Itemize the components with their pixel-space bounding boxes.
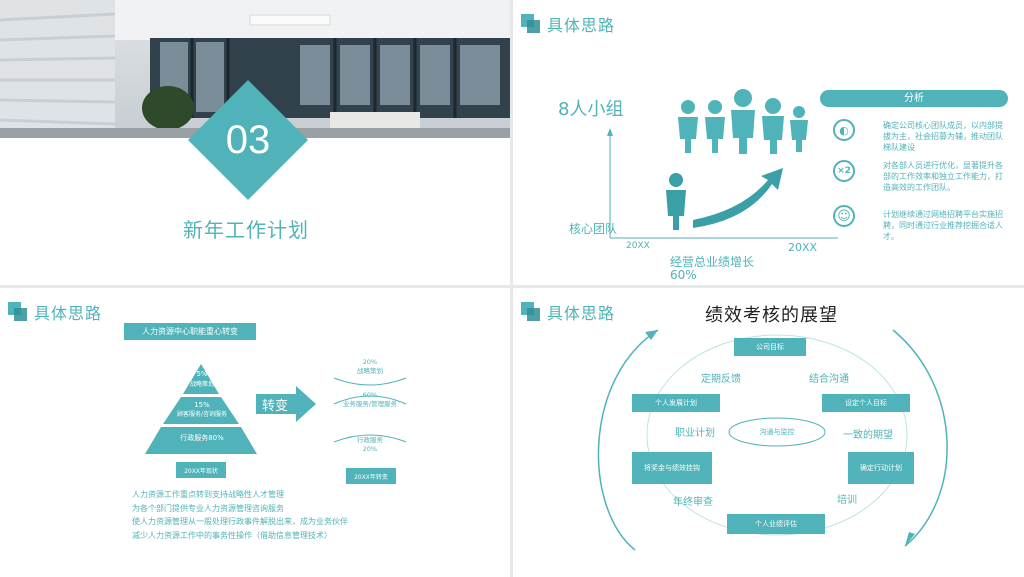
current-caption: 20XX年现状 (176, 462, 226, 478)
cycle-diagram (597, 329, 948, 551)
bullet-item: 减少人力资源工作中的事务性操作（借助信息管理技术） (132, 530, 332, 540)
banner: 人力资源中心职能重心转变 (124, 323, 256, 340)
header-squares-icon (521, 14, 541, 34)
x-axis-start: 20XX (626, 241, 650, 251)
growth-value: 60% (670, 268, 697, 282)
x-axis-end: 20XX (788, 241, 818, 254)
group-label: 8人小组 (558, 99, 624, 120)
analysis-item-3: 计划继续通过网络招聘平台实施招聘，同时通过行业推荐挖掘合适人才。 (883, 210, 1003, 241)
header-title: 具体思路 (547, 16, 616, 35)
slide-hr-shift[interactable]: 具体思路 人力资源中心职能重心转变 5% 战略策划 15% 顾客服务/咨询服务 … (0, 288, 510, 577)
ring-label: 职业计划 (675, 428, 715, 439)
pyramid-mid-pct: 15% (194, 401, 210, 409)
slide-performance-outlook[interactable]: 具体思路 绩效考核的展望 沟通与监控 公司目标 个人发展计划 设定个人目标 将奖… (513, 288, 1024, 577)
analysis-pill: 分析 (820, 90, 1008, 107)
slide-title-section[interactable]: 03 新年工作计划 (0, 0, 510, 285)
team-icon (678, 89, 808, 154)
section-title: 新年工作计划 (183, 218, 309, 242)
future-item-1: 20%战略策划 (357, 358, 383, 375)
arrow-label: 转变 (262, 399, 289, 414)
pyramid-base-label: 行政服务80% (180, 434, 224, 442)
box-set-goals: 设定个人目标 (822, 394, 910, 412)
ring-label: 定期反馈 (701, 374, 741, 385)
bullet-item: 使人力资源管理从一般处理行政事件解脱出来，成为业务伙伴 (132, 517, 348, 526)
header-squares-icon (521, 302, 541, 322)
box-performance-review: 个人业绩评估 (727, 514, 825, 534)
bullet-list: 人力资源工作重点转到支持战略性人才管理 为各个部门提供专业人力资源管理咨询服务 … (132, 488, 348, 542)
shift-arcs (333, 377, 407, 443)
header-title: 具体思路 (547, 304, 616, 323)
office-photo (0, 0, 510, 138)
x2-icon: ×2 (833, 160, 855, 182)
section-diamond (188, 80, 308, 200)
slide-title: 绩效考核的展望 (705, 305, 838, 326)
person-icon (666, 173, 686, 230)
ring-label: 结合沟通 (809, 374, 849, 385)
section-number: 03 (225, 118, 271, 162)
slide-team-plan[interactable]: 具体思路 8人小组 核心团队 20XX 20XX 经营总业绩增长 60% 分析 … (513, 0, 1024, 285)
future-caption: 20XX年转变 (346, 468, 396, 484)
ring-label: 年终审查 (673, 497, 713, 508)
growth-label: 经营总业绩增长 (670, 255, 755, 269)
target-icon: ◐ (833, 119, 855, 141)
header-title: 具体思路 (34, 304, 103, 323)
pyramid-top-pct: 5% (196, 370, 208, 378)
bullet-item: 人力资源工作重点转到支持战略性人才管理 (132, 490, 284, 499)
arrow-right-icon (256, 386, 316, 422)
header-squares-icon (8, 302, 28, 322)
center-label: 沟通与监控 (759, 428, 795, 436)
box-personal-dev: 个人发展计划 (632, 394, 720, 412)
box-company-goal: 公司目标 (734, 338, 806, 356)
smile-icon: ☺ (833, 205, 855, 227)
analysis-item-2: 对各部人员进行优化，显著提升各部的工作效率和独立工作能力，打造高效的工作团队。 (883, 161, 1003, 192)
core-team-label: 核心团队 (569, 222, 618, 236)
bullet-item: 为各个部门提供专业人力资源管理咨询服务 (132, 503, 284, 513)
box-bonus-link: 将奖金与绩效挂钩 (632, 452, 712, 484)
ring-label: 培训 (837, 495, 857, 506)
box-action-plan: 确定行动计划 (848, 452, 914, 484)
analysis-item-1: 确定公司核心团队成员，以内部提拔为主，社会招募为辅，推动团队梯队建设 (883, 121, 1003, 152)
pyramid (145, 364, 257, 454)
pyramid-top-label: 战略策划 (189, 380, 214, 388)
ring-label: 一致的期望 (843, 430, 893, 441)
pyramid-mid-label: 顾客服务/咨询服务 (176, 410, 228, 418)
future-item-2: 60%业务服务/管理服务 (342, 391, 398, 408)
growth-chart (607, 89, 838, 239)
